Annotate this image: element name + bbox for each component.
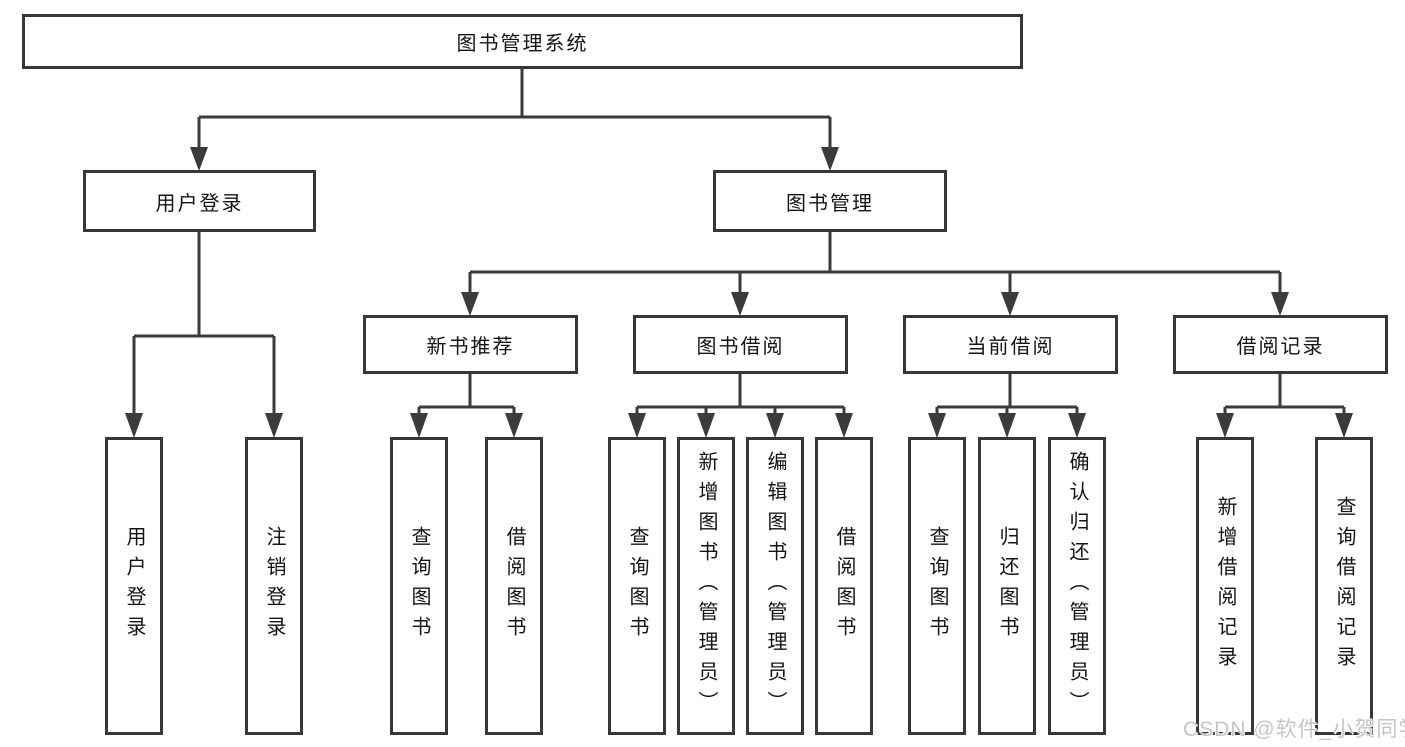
- node-current-borrowing: 当前借阅: [903, 315, 1118, 374]
- csdn-watermark: CSDN @软件_小贺同学: [1183, 718, 1405, 741]
- leaf-query-books-borrow: 查询图书: [608, 437, 666, 735]
- leaf-add-books-admin: 新增图书（管理员）: [677, 437, 735, 735]
- node-book-management: 图书管理: [713, 170, 947, 232]
- leaf-edit-books-admin-label: 编辑图书（管理员）: [764, 451, 786, 721]
- leaf-query-books-current-label: 查询图书: [926, 526, 948, 646]
- leaf-user-login: 用户登录: [105, 437, 163, 735]
- leaf-add-borrow-record-label: 新增借阅记录: [1214, 496, 1236, 676]
- leaf-logout-label: 注销登录: [263, 526, 285, 646]
- leaf-return-books-label: 归还图书: [996, 526, 1018, 646]
- node-book-management-label: 图书管理: [786, 192, 874, 215]
- node-library-system-label: 图书管理系统: [456, 33, 589, 55]
- leaf-query-books-recommend-label: 查询图书: [408, 526, 430, 646]
- leaf-add-books-admin-label: 新增图书（管理员）: [695, 451, 717, 721]
- leaf-query-borrow-record: 查询借阅记录: [1315, 437, 1373, 735]
- leaf-borrow-books-recommend-label: 借阅图书: [503, 526, 525, 646]
- leaf-query-books-recommend: 查询图书: [390, 437, 448, 735]
- leaf-borrow-books-label: 借阅图书: [833, 526, 855, 646]
- node-book-borrowing-label: 图书借阅: [696, 336, 785, 358]
- node-user-login: 用户登录: [83, 170, 316, 232]
- leaf-borrow-books: 借阅图书: [815, 437, 873, 735]
- node-library-system: 图书管理系统: [22, 14, 1023, 69]
- leaf-edit-books-admin: 编辑图书（管理员）: [746, 437, 804, 735]
- leaf-borrow-books-recommend: 借阅图书: [485, 437, 543, 735]
- node-current-borrowing-label: 当前借阅: [966, 336, 1055, 358]
- leaf-confirm-return-admin: 确认归还（管理员）: [1048, 437, 1106, 735]
- node-new-book-recommendation-label: 新书推荐: [426, 336, 515, 358]
- arrowheads: [125, 147, 1353, 438]
- leaf-add-borrow-record: 新增借阅记录: [1196, 437, 1254, 735]
- leaf-logout: 注销登录: [245, 437, 303, 735]
- leaf-query-books-current: 查询图书: [908, 437, 966, 735]
- node-borrowing-records-label: 借阅记录: [1236, 336, 1325, 358]
- leaf-confirm-return-admin-label: 确认归还（管理员）: [1066, 451, 1088, 721]
- leaf-return-books: 归还图书: [978, 437, 1036, 735]
- leaf-query-borrow-record-label: 查询借阅记录: [1333, 496, 1355, 676]
- node-book-borrowing: 图书借阅: [633, 315, 848, 374]
- node-borrowing-records: 借阅记录: [1173, 315, 1388, 374]
- node-new-book-recommendation: 新书推荐: [363, 315, 578, 374]
- node-user-login-label: 用户登录: [155, 192, 244, 215]
- leaf-query-books-borrow-label: 查询图书: [626, 526, 648, 646]
- leaf-user-login-label: 用户登录: [123, 526, 145, 646]
